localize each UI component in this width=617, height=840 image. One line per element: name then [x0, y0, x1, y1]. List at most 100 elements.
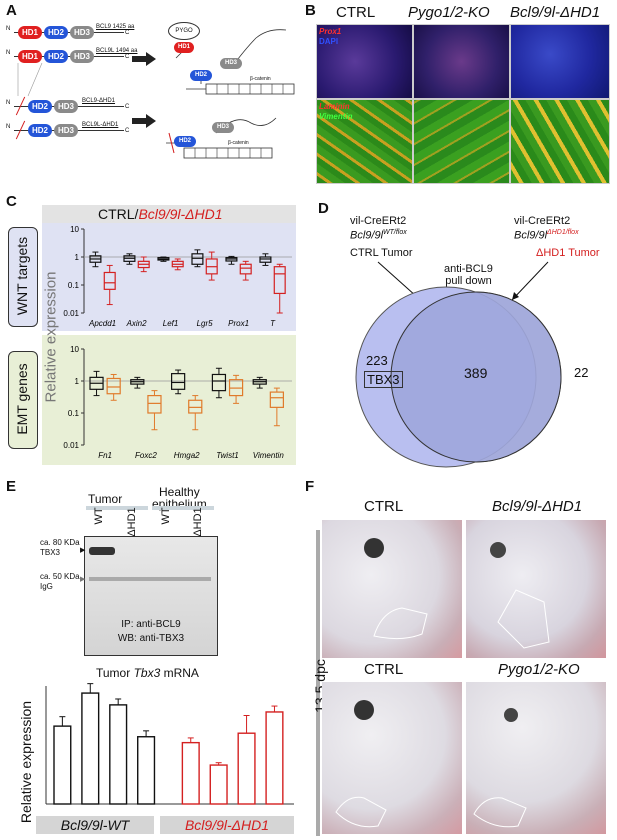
micrograph-ctrl-laminin: [316, 99, 413, 184]
embryo-label-pygo: Pygo1/2-KO: [498, 661, 580, 678]
embryo-label-ctrl-2: CTRL: [364, 661, 404, 678]
left-genotype-1: vil-CreERt2: [350, 215, 407, 227]
box: [191, 253, 204, 265]
limb-outline: [473, 797, 527, 828]
bar: [53, 725, 72, 805]
hd1-domain: HD1: [18, 50, 42, 63]
box: [211, 373, 227, 392]
gene-label: Lgr5: [197, 319, 214, 328]
healthy-bracket: [152, 506, 214, 510]
embryo-bcl9: [466, 520, 606, 658]
bar-title-suffix: mRNA: [160, 666, 199, 680]
y-axis-label: Relative expression: [42, 271, 60, 403]
gene-label: Axin2: [126, 319, 148, 328]
pulldown-2: pull down: [445, 275, 492, 287]
chart-title: CTRL/Bcl9/9l-ΔHD1: [98, 206, 223, 222]
pygo-bubble: PYGO: [168, 22, 200, 40]
right-genotype-1: vil-CreERt2: [514, 215, 571, 227]
right-only-count: 22: [574, 365, 589, 380]
beta-catenin-label: β-catenin: [228, 140, 249, 146]
hd3-domain: HD3: [70, 50, 94, 63]
group-dhd1-label: Bcl9/9l-ΔHD1: [160, 816, 294, 834]
band2-a: ca. 50 KDa: [40, 572, 80, 581]
gene-label: T: [270, 319, 276, 328]
lane-wt-2: WT: [160, 507, 172, 525]
panel-letter-d: D: [318, 200, 329, 217]
y-tick-label: 0.01: [63, 441, 79, 450]
box: [269, 391, 284, 408]
eye-icon: [364, 538, 384, 558]
panel-letter-c: C: [6, 193, 17, 210]
hd2-domain: HD2: [44, 26, 68, 39]
row-label: BCL9L-ΔHD1: [82, 122, 119, 128]
gene-label: Prox1: [228, 319, 249, 328]
c-terminus: C: [125, 54, 130, 60]
n-terminus: N: [6, 124, 11, 130]
hd1-domain: HD1: [18, 26, 42, 39]
embryo-pygo: [466, 682, 606, 834]
emt-label: EMT genes: [14, 363, 30, 435]
stain-prox1: Prox1: [319, 27, 342, 36]
box: [259, 256, 272, 263]
column-ctrl: CTRL: [336, 4, 376, 21]
y-tick-label: 1: [75, 253, 80, 262]
micrograph-pygo-prox1: [413, 24, 510, 99]
stain-laminin: Laminin: [319, 102, 350, 111]
tumor-bracket: [86, 506, 148, 510]
micrograph-ctrl-prox1: [316, 24, 413, 99]
y-tick-label: 10: [70, 345, 79, 354]
bar: [265, 711, 284, 805]
wnt-label-box: [8, 227, 38, 327]
gene-label: Fn1: [98, 451, 112, 460]
lane-wt-1: WT: [93, 507, 105, 525]
gene-label: Apcdd1: [88, 319, 116, 328]
left-sup: WT/flox: [383, 229, 407, 236]
y-tick-label: 0.1: [68, 409, 80, 418]
bar: [181, 741, 200, 805]
lane-dhd1-1: ΔHD1: [126, 507, 138, 537]
c-terminus: C: [125, 30, 130, 36]
y-tick-label: 0.1: [68, 281, 80, 290]
embryo-ctrl-2: [322, 682, 462, 834]
right-genotype-2: Bcl9/9lΔHD1/flox: [514, 229, 579, 242]
wb-label: WB: anti-TBX3: [117, 633, 185, 644]
gene-label: Vimentin: [253, 451, 285, 460]
gene-label: Hmga2: [174, 451, 200, 460]
bar: [137, 736, 156, 805]
panel-d: vil-CreERt2 Bcl9/9lWT/flox CTRL Tumor vi…: [316, 205, 612, 470]
c-terminus: C: [125, 104, 130, 110]
western-blot: IP: anti-BCL9 WB: anti-TBX3: [84, 536, 218, 656]
box: [170, 373, 186, 390]
band1-a: ca. 80 KDa: [40, 538, 80, 547]
right-gene: Bcl9/9l: [514, 229, 548, 242]
overlap-count: 389: [464, 365, 488, 381]
gene-label: Twist1: [216, 451, 239, 460]
gene-label: Foxc2: [135, 451, 157, 460]
complex-hd3: HD3: [212, 122, 234, 133]
bar-chart-title: Tumor Tbx3 mRNA: [96, 666, 199, 680]
panel-letter-e: E: [6, 478, 17, 495]
hd2-domain: HD2: [28, 100, 52, 113]
pygo-hd1: HD1: [174, 42, 194, 53]
eye-icon: [490, 542, 506, 558]
embryo-label-bcl9: Bcl9/9l-ΔHD1: [492, 498, 583, 515]
micrograph-bcl9-laminin: [510, 99, 610, 184]
column-bcl9: Bcl9/9l-ΔHD1: [510, 4, 601, 21]
arrow-icon: ▶: [80, 547, 86, 554]
band2-b: IgG: [40, 582, 53, 591]
gene-label: Lef1: [163, 319, 179, 328]
embryo-ctrl-1: [322, 520, 462, 658]
micrograph-bcl9-prox1: [510, 24, 610, 99]
row-label: BCL9L 1494 aa: [96, 48, 138, 54]
arrow-icon: ▶: [80, 576, 86, 583]
healthy-1: Healthy: [159, 485, 200, 499]
ip-label: IP: anti-BCL9: [121, 619, 181, 630]
diagram-connectors: [17, 29, 295, 159]
igg-band: [89, 577, 211, 581]
left-only-count: 223: [366, 353, 388, 368]
box: [103, 271, 116, 290]
